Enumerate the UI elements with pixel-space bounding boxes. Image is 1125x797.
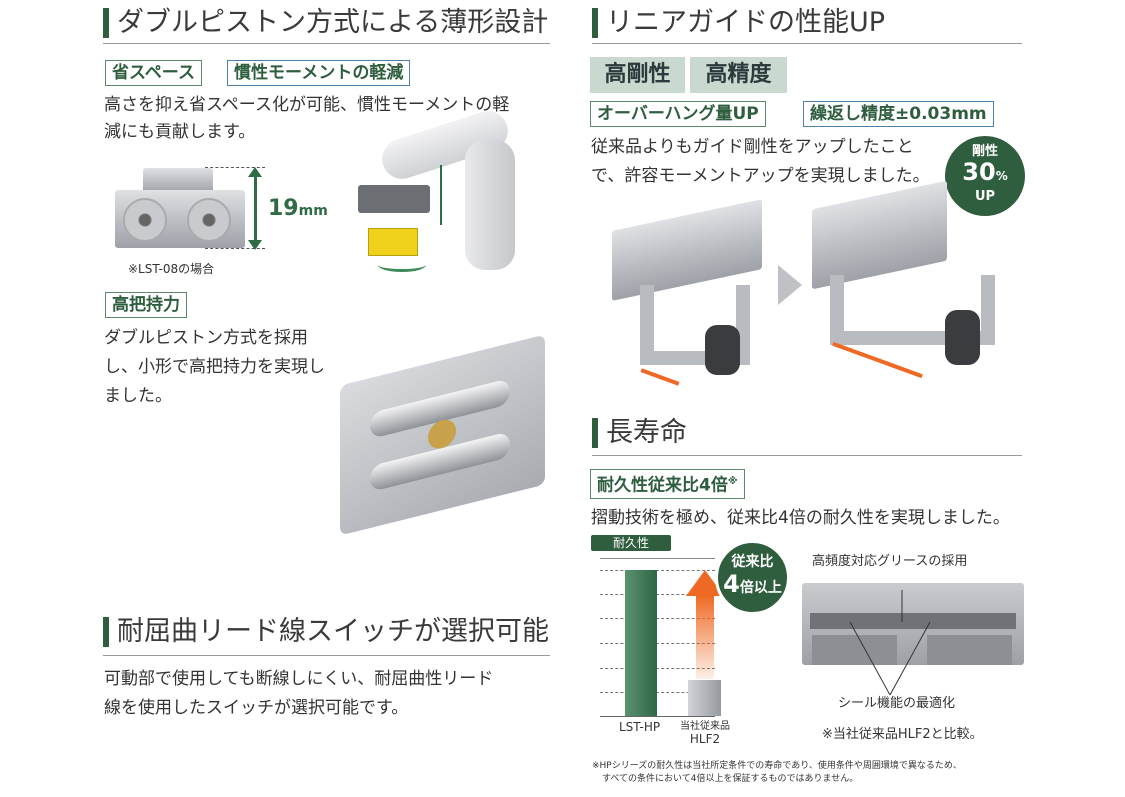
text-line: すべての条件において4倍以上を保証するものではありません。 — [602, 774, 859, 784]
heading-lead-switch: 耐屈曲リード線スイッチが選択可能 — [103, 615, 549, 649]
paragraph-space: 高さを抑え省スペース化が可能、慣性モーメントの軽 減にも貢献します。 — [104, 92, 509, 146]
chart-top-line — [600, 558, 715, 559]
badge-value: 4 — [723, 570, 740, 598]
badge-unit: % — [995, 169, 1008, 183]
workpiece — [705, 325, 740, 375]
chart-baseline — [600, 716, 715, 717]
footnote: ※HPシリーズの耐久性は当社所定条件での寿命であり、使用条件や周囲環境で異なるた… — [592, 760, 962, 786]
paragraph-grip: ダブルピストン方式を採用 し、小形で高把持力を実現し ました。 — [104, 324, 325, 411]
robot-gripper — [358, 185, 430, 213]
heading-thin-design: ダブルピストン方式による薄形設計 — [103, 6, 548, 40]
callout-lines — [849, 590, 931, 695]
paragraph-life: 摺動技術を極め、従来比4倍の耐久性を実現しました。 — [591, 508, 1010, 528]
heading-long-life: 長寿命 — [592, 416, 687, 450]
stroke-arrow-icon — [640, 368, 680, 386]
text-line: で、許容モーメントアップを実現しました。 — [591, 166, 930, 186]
increase-arrow-icon — [696, 595, 714, 679]
tag-mark: ※ — [727, 476, 738, 487]
durability-badge: 従来比 4倍以上 — [715, 540, 790, 615]
arrow-right-icon — [778, 265, 802, 305]
tag-space-saving: 省スペース — [105, 60, 202, 86]
text-line: 当社従来品 — [680, 721, 730, 732]
cylinder-cutaway-image — [340, 334, 545, 536]
badge-text: 剛性 — [971, 144, 998, 159]
dimension-arrow-icon — [254, 170, 257, 246]
dimension-label: 19mm — [268, 196, 328, 221]
text-line: HLF2 — [689, 732, 721, 746]
tag-inertia: 慣性モーメントの軽減 — [227, 60, 411, 86]
heading-linear-guide: リニアガイドの性能UP — [592, 6, 885, 40]
badge-text: 従来比 — [731, 554, 774, 570]
caption-seal: シール機能の最適化 — [838, 696, 956, 711]
tag-text: 耐久性従来比4倍 — [597, 475, 728, 496]
text-line: ダブルピストン方式を採用 — [104, 328, 308, 348]
text-line: し、小形で高把持力を実現し — [104, 357, 325, 377]
bar-label-hlf2: 当社従来品 HLF2 — [676, 720, 734, 746]
text-line: 高さを抑え省スペース化が可能、慣性モーメントの軽 — [104, 95, 510, 115]
divider — [103, 655, 550, 656]
paragraph-rigidity: 従来品よりもガイド剛性をアップしたこと で、許容モーメントアップを実現しました。 — [591, 133, 930, 191]
workpiece — [945, 310, 980, 365]
tag-durability: 耐久性従来比4倍※ — [590, 469, 745, 499]
tag-overhang: オーバーハング量UP — [590, 101, 766, 127]
stroke-arrow-icon — [832, 341, 923, 379]
text-line: 従来品よりもガイド剛性をアップしたこと — [591, 137, 914, 157]
bar-label-lst-hp: LST-HP — [619, 720, 661, 734]
text-line: ました。 — [104, 386, 172, 406]
bar-lst-hp — [625, 570, 657, 716]
model-note: ※LST-08の場合 — [128, 262, 215, 276]
bar-hlf2 — [688, 679, 721, 716]
height-arrow — [440, 165, 442, 225]
divider — [592, 43, 1022, 44]
divider — [592, 455, 1022, 456]
badge-value: 30 — [962, 158, 996, 186]
block-rigidity: 高剛性 — [590, 57, 685, 93]
compare-note: ※当社従来品HLF2と比較。 — [822, 727, 983, 742]
badge-text: 倍以上 — [739, 580, 782, 596]
rigidity-badge: 剛性 30% UP — [945, 136, 1025, 216]
caption-grease: 高頻度対応グリースの採用 — [812, 554, 968, 569]
robot-arm-base — [465, 140, 515, 270]
block-precision: 高精度 — [690, 57, 787, 93]
paragraph-lead-switch: 可動部で使用しても断線しにくい、耐屈曲性リード 線を使用したスイッチが選択可能で… — [104, 665, 493, 723]
chart-label: 耐久性 — [591, 535, 671, 551]
guide-cross-section-image — [802, 583, 1024, 665]
gripper-front-image — [115, 190, 245, 248]
divider — [103, 43, 550, 44]
text-line: 可動部で使用しても断線しにくい、耐屈曲性リード — [104, 669, 494, 689]
rotate-arrow-icon — [378, 258, 426, 272]
tag-high-grip: 高把持力 — [105, 292, 187, 318]
tag-repeatability: 繰返し精度±0.03mm — [803, 101, 994, 127]
badge-text: UP — [974, 189, 996, 204]
workpiece — [368, 228, 418, 256]
text-line: ※HPシリーズの耐久性は当社所定条件での寿命であり、使用条件や周囲環境で異なるた… — [592, 761, 962, 771]
text-line: 線を使用したスイッチが選択可能です。 — [104, 698, 409, 718]
guide-new-image — [812, 180, 947, 290]
text-line: 減にも貢献します。 — [104, 122, 256, 142]
gripper-front-top — [143, 168, 213, 193]
